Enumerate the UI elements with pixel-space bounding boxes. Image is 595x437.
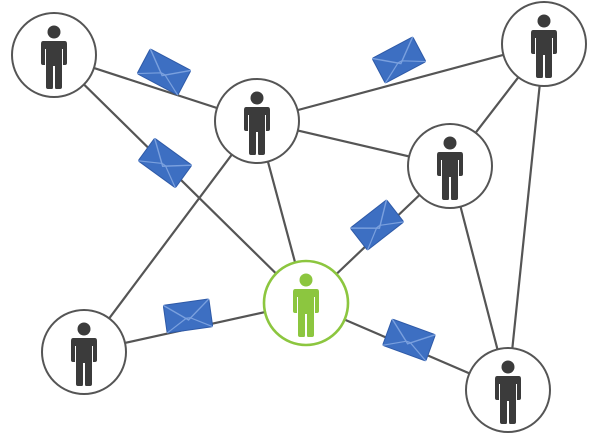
envelope-flap: [371, 36, 414, 65]
person-body: [293, 289, 319, 337]
envelope-body: [162, 298, 214, 334]
envelope-flap: [391, 318, 436, 345]
connection-line-n2-n3: [255, 42, 546, 123]
person-body: [531, 30, 557, 78]
person-node: [465, 347, 551, 433]
envelope-icon: [138, 137, 192, 189]
envelope-bottom-fold: [166, 317, 213, 334]
person-body: [41, 41, 67, 89]
envelope-icon: [162, 298, 214, 334]
person-head: [47, 25, 61, 39]
envelope-flap: [162, 298, 210, 321]
envelope-icon: [137, 48, 192, 96]
envelope-bottom-fold: [382, 340, 427, 362]
envelope-flap: [350, 199, 388, 229]
envelope-bottom-fold: [137, 72, 179, 96]
person-head: [443, 136, 457, 150]
envelope-body: [350, 199, 404, 251]
person-body: [244, 107, 270, 155]
person-icon: [531, 14, 557, 78]
envelope-body: [137, 48, 191, 96]
envelope-bottom-fold: [384, 60, 426, 84]
person-head: [501, 360, 515, 374]
envelope-body: [138, 138, 192, 188]
envelope-flap: [149, 48, 192, 77]
person-body: [495, 376, 521, 424]
person-body: [71, 338, 97, 386]
person-icon: [437, 136, 463, 200]
envelope-body: [372, 36, 426, 84]
envelope-body: [382, 318, 436, 362]
envelope-icon: [382, 318, 436, 362]
people-nodes: [11, 1, 587, 433]
person-node: [214, 78, 300, 164]
connection-line-n3-n7: [506, 42, 546, 392]
envelope-bottom-fold: [366, 221, 404, 251]
person-node: [501, 1, 587, 87]
person-icon: [293, 273, 319, 337]
person-icon: [244, 91, 270, 155]
messages: [137, 36, 436, 362]
person-icon: [495, 360, 521, 424]
person-head: [299, 273, 313, 287]
person-node: [41, 309, 127, 395]
envelope-flap: [153, 137, 192, 167]
person-body: [437, 152, 463, 200]
envelope-icon: [350, 199, 404, 251]
person-icon: [71, 322, 97, 386]
envelope-icon: [371, 36, 426, 84]
person-node: [407, 123, 493, 209]
envelope-bottom-fold: [138, 160, 176, 189]
person-head: [537, 14, 551, 28]
person-node: [11, 12, 97, 98]
connection-line-n2-n6: [82, 119, 259, 354]
person-head: [250, 91, 264, 105]
person-node-highlighted: [262, 259, 350, 347]
person-icon: [41, 25, 67, 89]
person-head: [77, 322, 91, 336]
